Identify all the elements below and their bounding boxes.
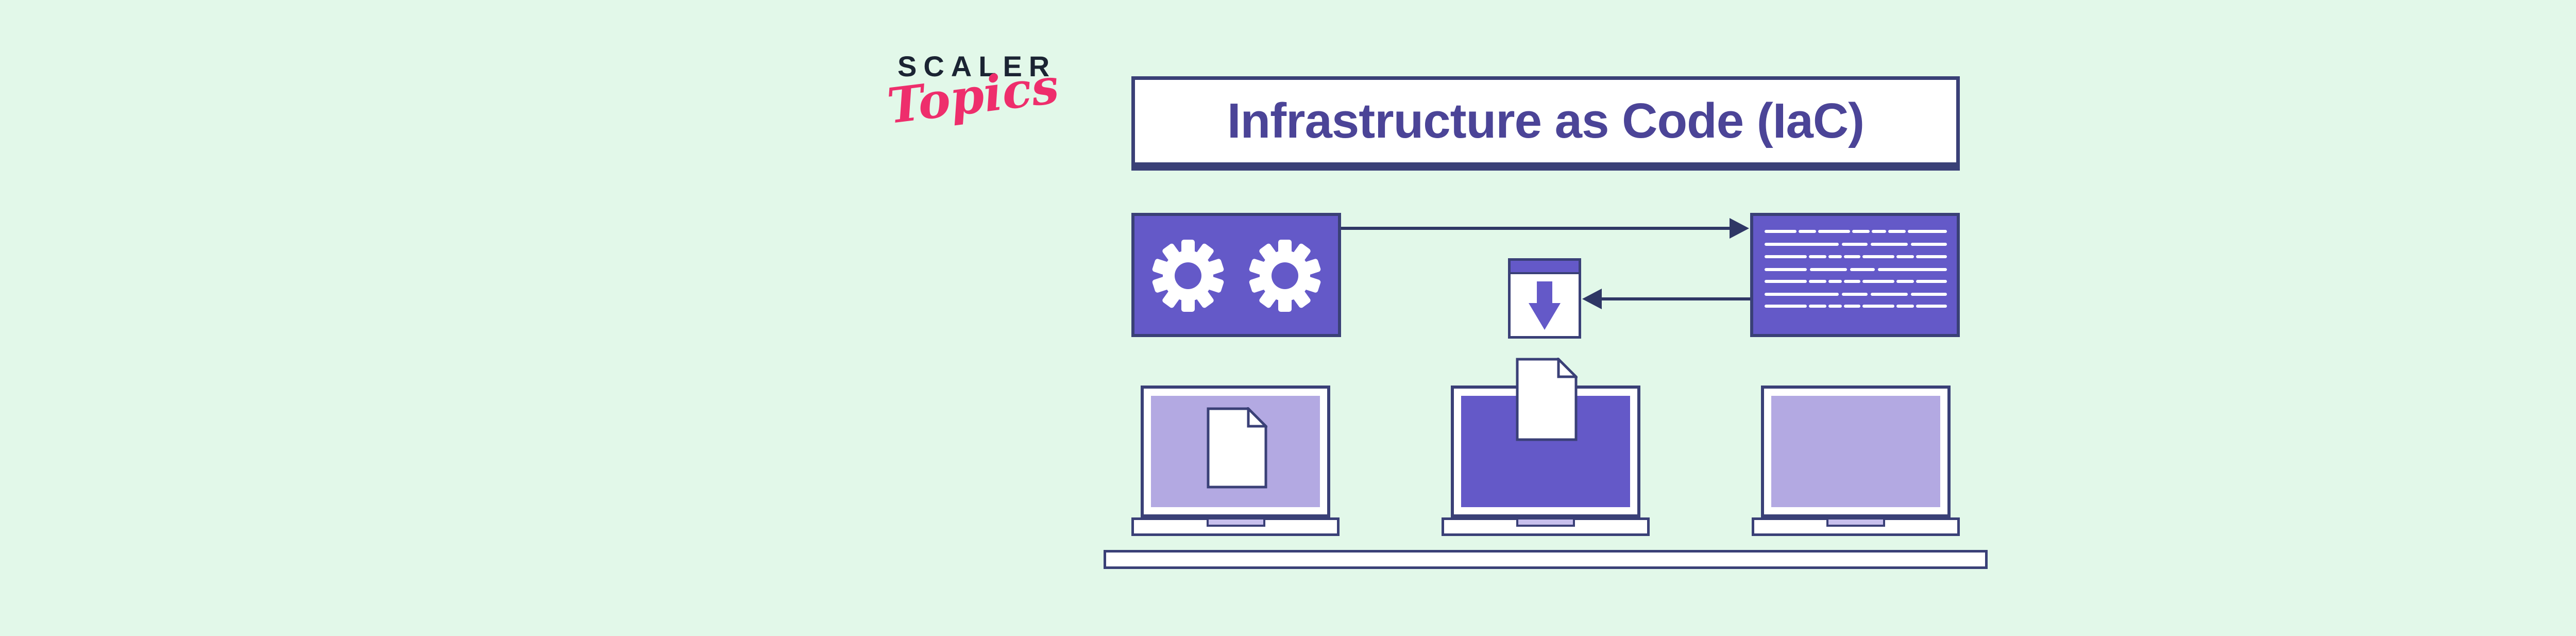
- trackpad: [1826, 517, 1885, 527]
- download-window-titlebar: [1511, 261, 1579, 274]
- scaler-topics-logo: SCALER Topics: [885, 45, 1062, 143]
- code-lines-icon: [1765, 230, 1947, 308]
- title-banner: Infrastructure as Code (IaC): [1131, 76, 1960, 171]
- laptop-screen: [1771, 396, 1940, 507]
- trackpad: [1207, 517, 1265, 527]
- laptop-base: [1442, 517, 1650, 536]
- page-title: Infrastructure as Code (IaC): [1227, 93, 1865, 148]
- code-box: [1750, 213, 1960, 337]
- gears-box: [1131, 213, 1341, 337]
- download-box: [1508, 258, 1581, 339]
- document-icon: [1516, 358, 1578, 441]
- desk-shelf: [1104, 550, 1988, 569]
- arrow-code-to-download: [1582, 289, 1750, 309]
- download-arrow-icon: [1529, 281, 1561, 330]
- arrow-gears-to-code: [1341, 218, 1749, 239]
- document-icon: [1207, 407, 1267, 489]
- gears-icon: [1151, 240, 1321, 312]
- scaler-wordmark: SCALER: [897, 50, 1057, 82]
- trackpad: [1516, 517, 1575, 527]
